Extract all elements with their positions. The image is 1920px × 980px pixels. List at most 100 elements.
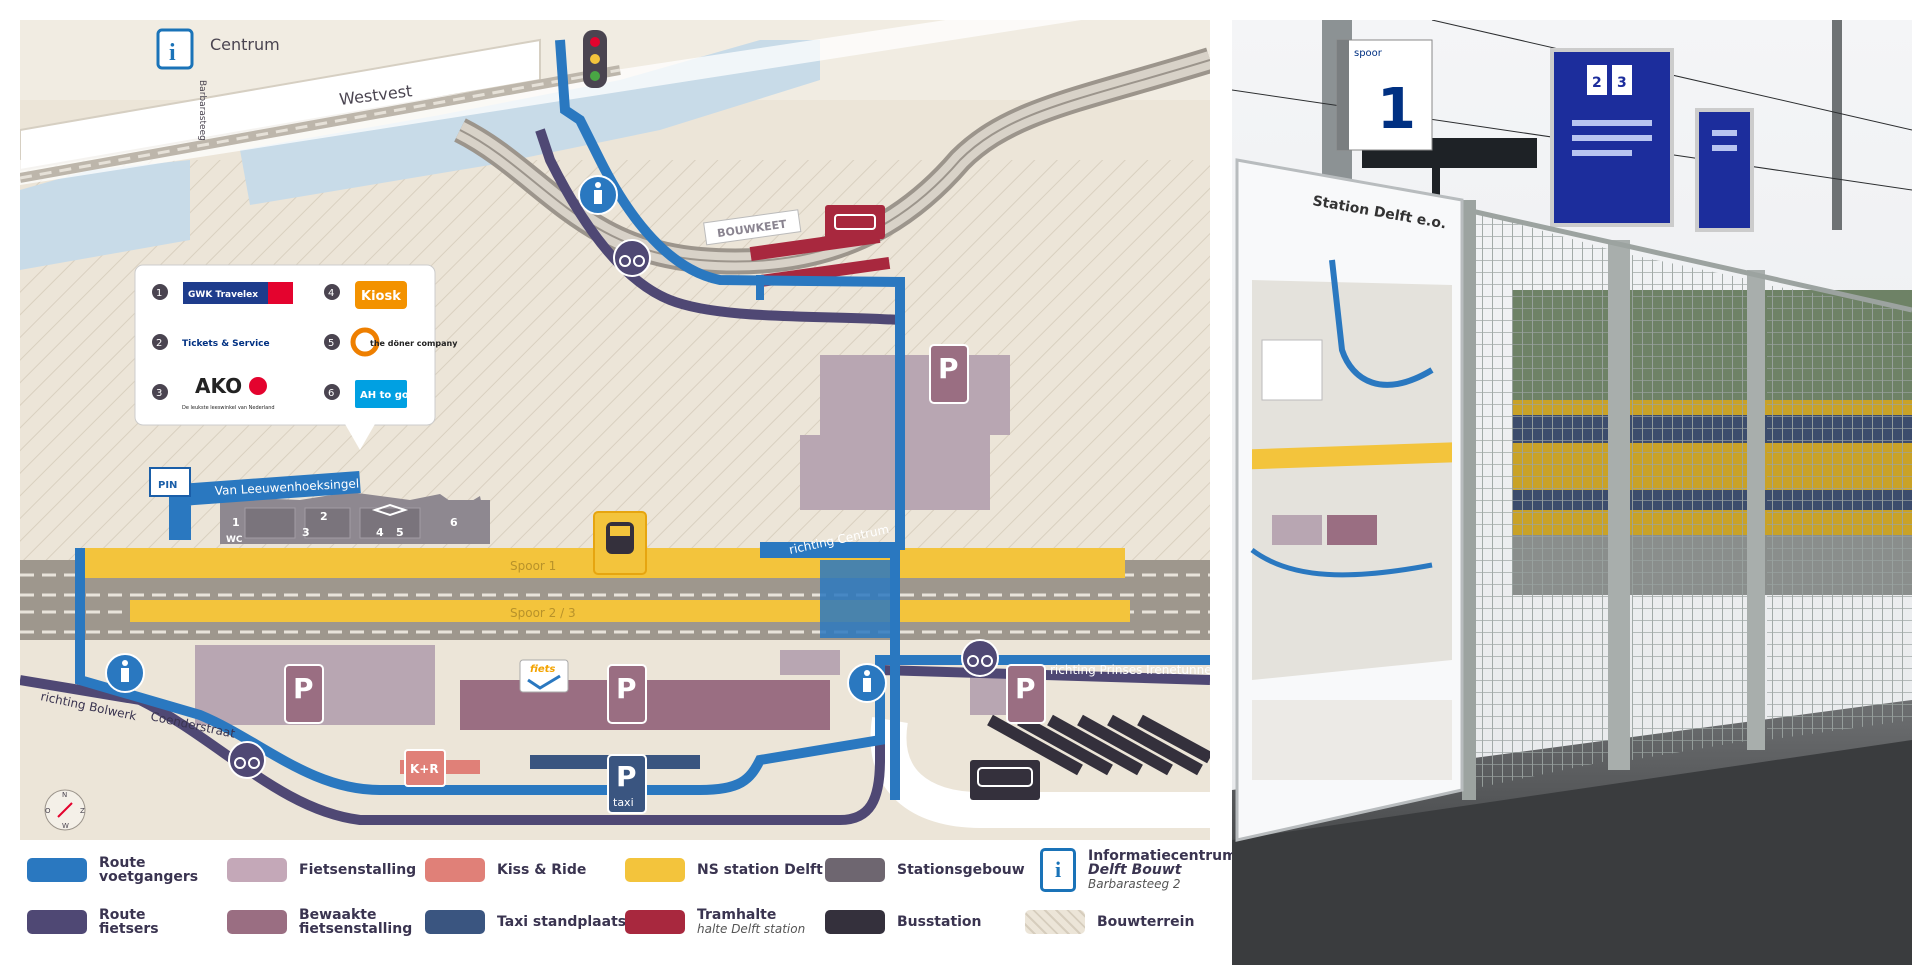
shop-1-name: GWK Travelex [188, 290, 258, 300]
parking-sign-west: P [284, 664, 324, 724]
spoor-number: 1 [1377, 77, 1416, 142]
barbarasteeg-label: Barbarasteeg [197, 80, 207, 141]
legend-item: Kiss & Ride [425, 850, 586, 890]
legend-item: Bouwterrein [1025, 902, 1194, 942]
svg-text:6: 6 [328, 388, 334, 399]
wc-label: WC [226, 535, 243, 545]
compass-icon: N Z W O [44, 789, 86, 831]
spoor-23-label: Spoor 2 / 3 [510, 606, 576, 620]
parking-sign-east: P [1006, 664, 1046, 724]
pedestrian-route-north [555, 39, 905, 550]
shop-2: 2 Tickets & Service [152, 334, 270, 350]
svg-text:P: P [938, 352, 959, 385]
shop-5: 5 the döner company [324, 327, 458, 357]
platform-photo: spoor 1 2 3 Station Delft e.o. [1232, 20, 1912, 965]
departure-board-1: 2 3 [1550, 48, 1674, 227]
pin-atm-icon: PIN [149, 467, 191, 497]
shop-3: 3 AKO De leukste leeswinkel van Nederlan… [152, 374, 275, 411]
spoor-text: spoor [1354, 48, 1383, 59]
pedestrian-icon-south-west [105, 653, 145, 693]
legend-swatch [625, 858, 685, 882]
legend-swatch [27, 858, 87, 882]
spoor-sign: spoor 1 [1336, 39, 1433, 151]
legend-swatch [227, 910, 287, 934]
pin-label: PIN [158, 480, 177, 491]
photo-svg: spoor 1 2 3 Station Delft e.o. [1232, 20, 1912, 965]
cyclist-route-south [19, 664, 1211, 825]
bus-icon [970, 760, 1040, 800]
train-icon [593, 511, 647, 575]
spoor-1-label: Spoor 1 [510, 559, 556, 573]
taxi-sign: P taxi [607, 754, 647, 814]
traffic-light-icon [583, 30, 607, 88]
fiets-label: fiets [530, 664, 555, 675]
shop-4-name: Kiosk [361, 289, 401, 304]
canal-west [20, 160, 190, 270]
building-number-2: 2 [320, 510, 328, 523]
legend-swatch [27, 910, 87, 934]
richting-prinses-label: richting Prinses Irenetunnel [1050, 663, 1210, 677]
map-svg: Spoor 1 Spoor 2 / 3 1 2 3 4 5 6 WC Centr… [19, 0, 1215, 840]
svg-text:Z: Z [80, 807, 85, 815]
svg-text:1: 1 [156, 288, 162, 299]
info-icon: i [156, 28, 194, 70]
shop-5-name: the döner company [370, 339, 458, 348]
departure-board-2 [1695, 108, 1754, 232]
info-icon: i [1040, 848, 1076, 892]
shop-6: 6 AH to go [324, 380, 409, 408]
bus-station [987, 714, 1213, 776]
kiss-ride-label: K+R [410, 762, 439, 776]
shop-6-name: AH to go [360, 390, 409, 401]
legend-swatch [425, 910, 485, 934]
svg-text:2: 2 [1592, 75, 1602, 91]
shop-3-subtitle: De leukste leeswinkel van Nederland [182, 405, 275, 411]
svg-text:N: N [62, 791, 67, 799]
svg-text:P: P [1015, 672, 1036, 705]
bouwkeet-sign: BOUWKEET [703, 209, 802, 246]
centrum-label: Centrum [210, 35, 280, 54]
legend-item: Stationsgebouw [825, 850, 1025, 890]
shop-2-name: Tickets & Service [182, 339, 270, 349]
svg-text:O: O [45, 807, 51, 815]
shop-3-name: AKO [195, 374, 242, 398]
svg-text:2: 2 [156, 338, 162, 349]
rail-bridge [20, 0, 1210, 185]
svg-text:4: 4 [328, 288, 334, 299]
svg-text:i: i [169, 40, 176, 66]
legend-item: Taxi standplaats [425, 902, 626, 942]
kiss-ride-sign: K+R [404, 749, 446, 787]
fiets-sign: fiets [519, 659, 569, 693]
south-road [870, 717, 1210, 828]
pedestrian-icon-north [578, 175, 618, 215]
building-number-3: 3 [302, 526, 310, 539]
shop-4: 4 Kiosk [324, 281, 407, 309]
shops-callout: 1 GWK Travelex 2 Tickets & Service 3 AKO… [134, 264, 458, 450]
map-sign-board: Station Delft e.o. [1235, 158, 1464, 842]
legend-item: NS station Delft [625, 850, 823, 890]
svg-text:P: P [616, 760, 637, 793]
building-number-1: 1 [232, 516, 240, 529]
legend-swatch [825, 858, 885, 882]
svg-text:P: P [293, 672, 314, 705]
tram-icon [825, 205, 885, 239]
taxi-label: taxi [613, 796, 634, 809]
legend-swatch [1025, 910, 1085, 934]
parking-sign-middle: P [607, 664, 647, 724]
building-number-4: 4 [376, 526, 384, 539]
legend-swatch [825, 910, 885, 934]
bike-icon-north [613, 239, 651, 277]
legend-swatch [227, 858, 287, 882]
bike-icon-south-east [961, 639, 999, 677]
ns-logo-icon [371, 503, 409, 517]
building-number-5: 5 [396, 526, 404, 539]
station-underpass [820, 560, 900, 638]
pedestrian-icon-south-east [847, 663, 887, 703]
svg-text:P: P [616, 672, 637, 705]
building-number-6: 6 [450, 516, 458, 529]
